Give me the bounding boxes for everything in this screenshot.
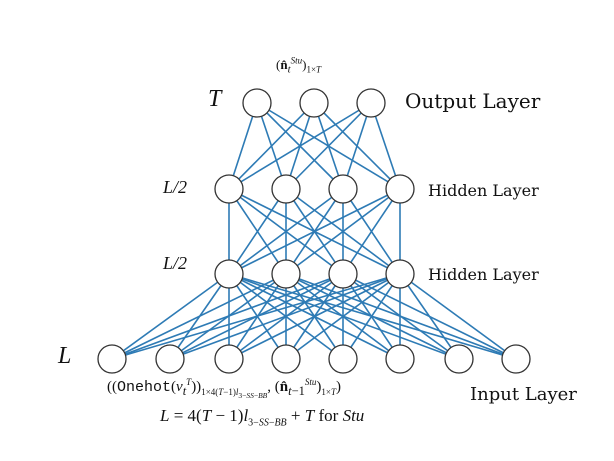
node-layer0-2	[356, 88, 386, 118]
edge-l0-2-0	[228, 102, 372, 190]
hidden-layer-1-label: Hidden Layer	[428, 181, 539, 200]
output-layer-label: Output Layer	[405, 89, 541, 113]
node-layer3-6	[444, 344, 474, 374]
edge-l1-1-0	[228, 188, 287, 275]
output-vector-label: (n̂tStu)1×T	[276, 56, 321, 76]
output-size-label: T	[208, 86, 222, 112]
node-group	[97, 88, 531, 374]
edge-l1-2-0	[228, 188, 344, 275]
hidden1-size-label: L/2	[163, 177, 188, 197]
edge-l0-0-0	[228, 102, 258, 190]
node-layer3-2	[214, 344, 244, 374]
edge-l0-2-3	[370, 102, 401, 190]
edge-l2-3-1	[169, 273, 401, 360]
node-layer1-2	[328, 174, 358, 204]
node-layer2-0	[214, 259, 244, 289]
node-layer1-1	[271, 174, 301, 204]
node-layer2-1	[271, 259, 301, 289]
input-layer-label: Input Layer	[470, 384, 577, 405]
node-layer3-7	[501, 344, 531, 374]
input-formula-text: ((Onehot(vtT))1×4(T−1)l3−SS−BB, (n̂t−1St…	[107, 377, 342, 400]
edge-l2-3-7	[399, 273, 517, 360]
edge-l1-3-2	[342, 188, 401, 275]
node-layer3-1	[155, 344, 185, 374]
hidden2-size-label: L/2	[163, 253, 188, 273]
edge-l2-3-4	[342, 273, 401, 360]
edge-l2-1-0	[111, 273, 287, 360]
edge-l1-3-1	[285, 188, 401, 275]
edge-l2-3-3	[285, 273, 401, 360]
edge-l1-3-0	[228, 188, 401, 275]
output-vector-text: (n̂tStu)1×T	[276, 56, 322, 76]
edge-l2-1-6	[285, 273, 460, 360]
size-equation-label: L = 4(T − 1)l3−SS−BB + T for Stu	[160, 406, 364, 428]
edge-l2-2-0	[111, 273, 344, 360]
input-size-label: L	[58, 343, 72, 369]
input-formula-label: ((Onehot(vtT))1×4(T−1)l3−SS−BB, (n̂t−1St…	[107, 377, 341, 400]
node-layer2-2	[328, 259, 358, 289]
node-layer3-5	[385, 344, 415, 374]
node-layer0-1	[299, 88, 329, 118]
size-equation-text: L = 4(T − 1)l3−SS−BB + T for Stu	[160, 406, 365, 429]
node-layer1-0	[214, 174, 244, 204]
node-layer3-3	[271, 344, 301, 374]
hidden-layer-2-label: Hidden Layer	[428, 265, 539, 284]
node-layer2-3	[385, 259, 415, 289]
edge-l2-3-2	[228, 273, 401, 360]
node-layer1-3	[385, 174, 415, 204]
node-layer3-0	[97, 344, 127, 374]
edge-l0-1-0	[228, 102, 315, 190]
edge-l0-2-1	[285, 102, 372, 190]
node-layer3-4	[328, 344, 358, 374]
edge-l2-0-0	[111, 273, 230, 360]
edge-l2-3-6	[399, 273, 460, 360]
edge-l2-3-0	[111, 273, 401, 360]
edge-group	[111, 102, 517, 360]
node-layer0-0	[242, 88, 272, 118]
edge-l0-2-2	[342, 102, 372, 190]
